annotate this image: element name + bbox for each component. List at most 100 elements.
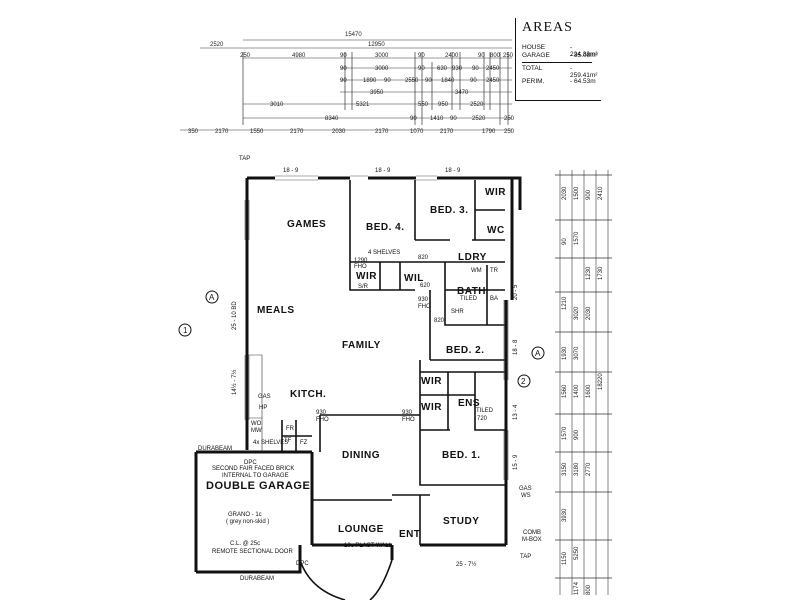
areas-title: AREAS [522,20,573,35]
note-18-9-a: 18 - 9 [283,168,299,174]
areas-house-row: HOUSE - 224.33m² [522,44,600,58]
note-25-7: 25 - 7½ [456,561,476,568]
dim-r9-1: 2170 [215,129,229,135]
note-hp: HP [259,405,267,411]
note-wo: WO [251,421,262,427]
note-ba: BA [490,296,498,302]
areas-garage-value: - 35.08m² [570,52,598,59]
note-shelves4: 4x SHELVES [253,440,288,446]
dim-r8-3: 90 [450,116,457,122]
note-grano: GRANO - 1c [228,512,262,518]
note-durabeam: DURABEAM [198,446,232,452]
dim-r9-0: 350 [188,129,199,135]
room-bed1: BED. 1. [442,450,481,461]
dim-r7-3: 950 [438,102,449,108]
note-sr: S/R [358,284,369,290]
room-wc: WC [487,225,505,236]
dim-r3-3: 3000 [375,53,389,59]
side-dim-2: 900 [586,189,592,200]
dim-row-4: 90 3000 90 630 930 90 2450 [340,66,500,72]
dim-r5-3: 2550 [405,78,419,84]
side-dim-11: 1930 [562,346,568,360]
room-wir-bed4: WIR [356,271,377,282]
note-fz: FZ [300,440,308,446]
section-marker-2 [517,374,531,388]
dim-r4-5: 90 [472,66,479,72]
room-dining: DINING [342,450,380,461]
room-bed4: BED. 4. [366,222,405,233]
side-dim-26: 800 [586,584,592,595]
areas-total-label: TOTAL [522,65,543,72]
dim-r4-0: 90 [340,66,347,72]
note-dpc: DPC [244,460,257,466]
dim-r9-5: 2170 [375,129,389,135]
side-dim-12: 3070 [574,346,580,360]
room-labels: GAMES BED. 4. BED. 3. MEALS FAMILY KITCH… [206,187,506,540]
windows [244,175,509,480]
dim-r9-6: 1070 [410,129,424,135]
note-tf: TF [284,438,292,444]
dim-r3-6: 90 [478,53,485,59]
areas-perim-value: - 64.53m [570,78,596,85]
note-second-wall: SECOND FAIR FACED BRICK [212,466,294,472]
areas-house-label: HOUSE [522,44,546,51]
note-mw: MW [251,428,262,434]
side-dim-0: 2030 [562,186,568,200]
section-marker-a-left [205,290,219,304]
dim-15470: 15470 [345,32,362,38]
dim-r5-5: 1840 [441,78,455,84]
dim-r7-2: 550 [418,102,429,108]
dim-r9-2: 1550 [250,129,264,135]
section-1-label: 1 [183,326,188,335]
dim-r5-4: 90 [425,78,432,84]
dim-r3-0: 250 [240,53,251,59]
note-14-7: 14½ - 7½ [231,370,238,395]
dim-r6-1: 3470 [455,90,469,96]
dim-r9-3: 2170 [290,129,304,135]
room-meals: MEALS [257,305,295,316]
note-shelves: 4 SHELVES [368,250,400,256]
note-tr: TR [490,268,499,274]
side-dim-18: 900 [574,429,580,440]
note-25-10: 25 - 10 BD [232,301,238,330]
areas-garage-row: GARAGE - 35.08m² [522,52,600,59]
section-marker-a-right [531,346,545,360]
side-dim-21: 2770 [586,462,592,476]
note-13-4: 13 - 4 [513,404,519,420]
side-dim-15: 1400 [574,384,580,398]
note-620: 620 [420,283,431,289]
dim-r9-8: 1790 [482,129,496,135]
note-grey: ( grey non-skid ) [226,519,269,525]
note-gas: GAS [258,394,271,400]
note-18-8: 18 - 8 [513,339,519,355]
section-2-label: 2 [521,377,526,386]
room-family: FAMILY [342,340,381,351]
side-dim-14: 1560 [562,384,568,398]
note-shr: SHR [451,309,464,315]
dim-r8-4: 2520 [472,116,486,122]
areas-divider [522,62,592,63]
side-dimension-lines: 2030 1500 900 2410 90 1570 1230 1730 121… [555,170,612,595]
section-a-left-label: A [209,293,215,302]
side-dim-6: 1230 [586,266,592,280]
room-wir-bed3: WIR [485,187,506,198]
dim-r9-7: 2170 [440,129,454,135]
note-comb: COMB [523,530,541,536]
room-ens: ENS [458,398,480,409]
room-garage: DOUBLE GARAGE [206,480,310,492]
note-15-9: 15 - 9 [513,454,519,470]
exterior-walls [194,176,522,574]
side-dim-7: 1730 [598,266,604,280]
side-dim-13: 18220 [598,373,604,390]
room-ent: ENT [399,529,421,540]
room-wil: WIL [404,273,424,284]
room-ldry: LDRY [458,252,487,263]
side-dim-3: 2410 [598,186,604,200]
dim-r4-4: 930 [452,66,463,72]
dim-r5-6: 90 [470,78,477,84]
note-tap-2: TAP [520,554,531,560]
side-dim-25: 1174 [574,581,580,595]
dim-r9-4: 2030 [332,129,346,135]
dim-r3-7: 800 [490,53,501,59]
room-bath: BATH [457,286,486,297]
